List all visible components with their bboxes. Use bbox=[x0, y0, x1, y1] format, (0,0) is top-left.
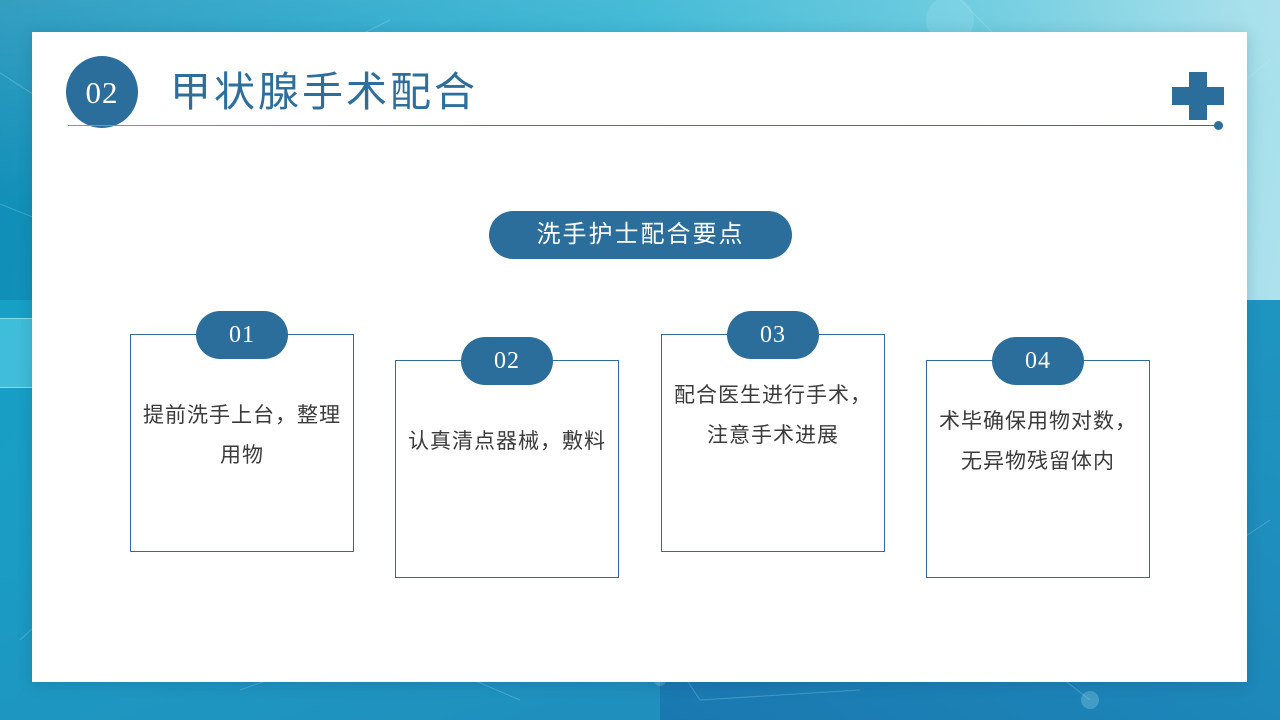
card-item: 04 术毕确保用物对数，无异物残留体内 bbox=[926, 337, 1150, 578]
card-number-badge: 03 bbox=[727, 311, 819, 359]
slide-header: 02 甲状腺手术配合 bbox=[32, 32, 1247, 142]
header-divider bbox=[68, 125, 1218, 126]
card-body-text: 提前洗手上台，整理用物 bbox=[143, 403, 341, 467]
card-body-text: 认真清点器械，敷料 bbox=[408, 429, 606, 453]
card-number-badge: 01 bbox=[196, 311, 288, 359]
card-item: 01 提前洗手上台，整理用物 bbox=[130, 311, 354, 552]
content-panel: 02 甲状腺手术配合 洗手护士配合要点 01 提前洗手上台，整理用物 02 认真… bbox=[32, 32, 1247, 682]
card-number-badge: 02 bbox=[461, 337, 553, 385]
chapter-number-badge: 02 bbox=[66, 56, 138, 128]
card-body-text: 术毕确保用物对数，无异物残留体内 bbox=[939, 409, 1137, 473]
section-heading-pill: 洗手护士配合要点 bbox=[489, 211, 792, 259]
header-divider-end-dot bbox=[1214, 121, 1223, 130]
card-item: 02 认真清点器械，敷料 bbox=[395, 337, 619, 578]
card-number-badge: 04 bbox=[992, 337, 1084, 385]
cards-container: 01 提前洗手上台，整理用物 02 认真清点器械，敷料 03 配合医生进行手术，… bbox=[32, 32, 1247, 682]
left-accent-rectangle bbox=[0, 318, 35, 388]
card-body-text: 配合医生进行手术，注意手术进展 bbox=[674, 383, 872, 447]
medical-cross-icon bbox=[1172, 72, 1224, 120]
card-item: 03 配合医生进行手术，注意手术进展 bbox=[661, 311, 885, 552]
page-title: 甲状腺手术配合 bbox=[170, 69, 478, 115]
